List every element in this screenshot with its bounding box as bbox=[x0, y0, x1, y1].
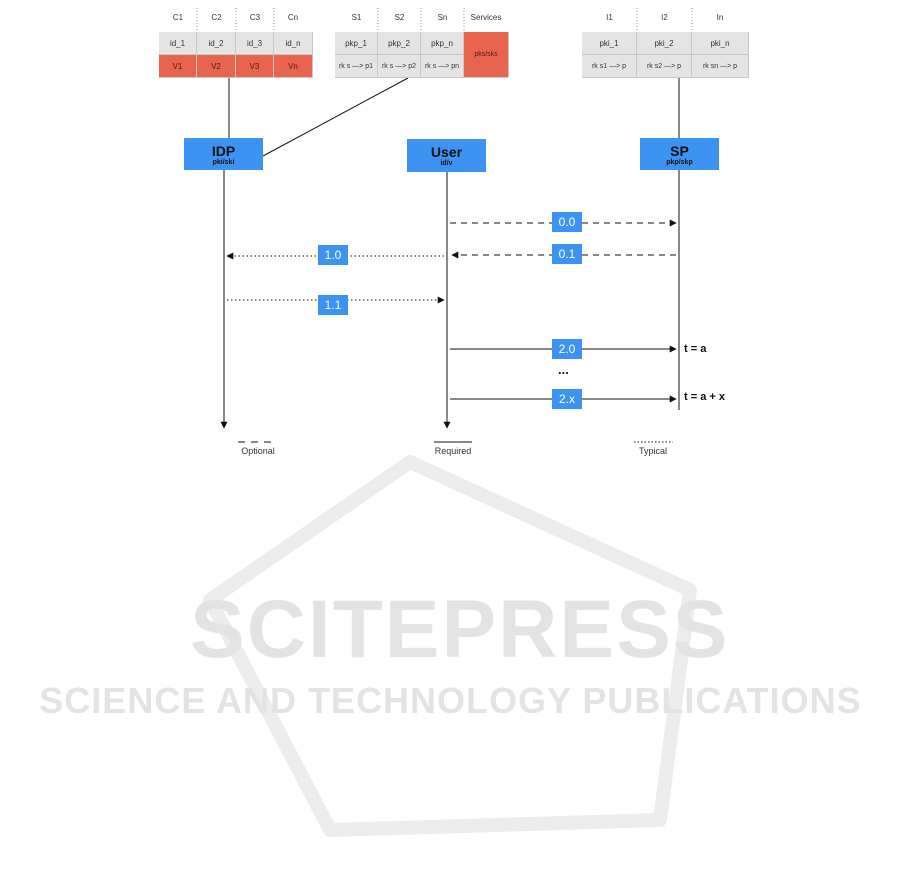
issuer-key-1: pki_1 bbox=[582, 32, 637, 55]
watermark-subtitle: SCIENCE AND TECHNOLOGY PUBLICATIONS bbox=[39, 680, 862, 721]
service-key-n: pkp_n bbox=[421, 32, 464, 55]
time-note-start: t = a bbox=[684, 343, 707, 355]
message-2-0-label: 2.0 bbox=[552, 339, 582, 359]
message-0-0-label: 0.0 bbox=[552, 212, 582, 232]
service-key-1: pkp_1 bbox=[335, 32, 378, 55]
service-table-connector bbox=[262, 77, 409, 157]
user-actor-name: User bbox=[430, 144, 463, 160]
credential-value-2: V2 bbox=[197, 55, 236, 78]
credential-value-n: Vn bbox=[274, 55, 313, 78]
message-2-x-label: 2.x bbox=[552, 389, 582, 409]
credential-value-1: V1 bbox=[159, 55, 197, 78]
legend-required: Required bbox=[434, 446, 472, 456]
service-rekey-2: rk s —> p2 bbox=[378, 55, 421, 78]
message-1-0-label: 1.0 bbox=[318, 245, 348, 265]
service-header-sn: Sn bbox=[437, 13, 448, 22]
service-header-s2: S2 bbox=[394, 13, 405, 22]
service-rekey-n: rk s —> pn bbox=[421, 55, 464, 78]
issuer-rekey-2: rk s2 —> p bbox=[637, 55, 692, 78]
idp-actor: IDP pki/ski bbox=[184, 138, 263, 170]
watermark-title: SCITEPRESS bbox=[190, 584, 730, 675]
credential-header-cn: Cn bbox=[287, 13, 299, 22]
issuer-key-2: pki_2 bbox=[637, 32, 692, 55]
credential-value-3: V3 bbox=[236, 55, 274, 78]
sp-actor: SP pkp/skp bbox=[640, 138, 719, 170]
issuer-rekey-n: rk sn —> p bbox=[692, 55, 749, 78]
credential-id-3: id_3 bbox=[236, 32, 274, 55]
sp-actor-name: SP bbox=[670, 143, 689, 159]
message-0-1-label: 0.1 bbox=[552, 244, 582, 264]
credential-id-1: id_1 bbox=[159, 32, 197, 55]
credential-header-c3: C3 bbox=[249, 13, 261, 22]
ellipsis: ... bbox=[558, 362, 569, 377]
issuer-key-n: pki_n bbox=[692, 32, 749, 55]
issuer-header-i1: I1 bbox=[606, 13, 613, 22]
credential-header-c1: C1 bbox=[172, 13, 184, 22]
time-note-end: t = a + x bbox=[684, 391, 725, 403]
services-cell: pks/sks bbox=[464, 32, 509, 78]
legend-typical: Typical bbox=[638, 446, 667, 456]
sp-actor-keys: pkp/skp bbox=[666, 159, 693, 166]
idp-actor-keys: pki/ski bbox=[212, 159, 235, 166]
issuer-rekey-1: rk s1 —> p bbox=[582, 55, 637, 78]
user-actor-identity: id/v bbox=[440, 160, 453, 167]
credential-id-n: id_n bbox=[274, 32, 313, 55]
credential-header-c2: C2 bbox=[211, 13, 222, 22]
user-actor: User id/v bbox=[407, 139, 486, 172]
issuer-header-in: In bbox=[716, 13, 724, 22]
message-1-1-label: 1.1 bbox=[318, 295, 348, 315]
credential-id-2: id_2 bbox=[197, 32, 236, 55]
idp-actor-name: IDP bbox=[211, 143, 236, 159]
service-rekey-1: rk s —> p1 bbox=[335, 55, 378, 78]
service-header-services: Services bbox=[470, 13, 502, 22]
legend-optional: Optional bbox=[241, 446, 275, 456]
issuer-header-i2: I2 bbox=[661, 13, 668, 22]
service-key-2: pkp_2 bbox=[378, 32, 421, 55]
service-header-s1: S1 bbox=[351, 13, 362, 22]
